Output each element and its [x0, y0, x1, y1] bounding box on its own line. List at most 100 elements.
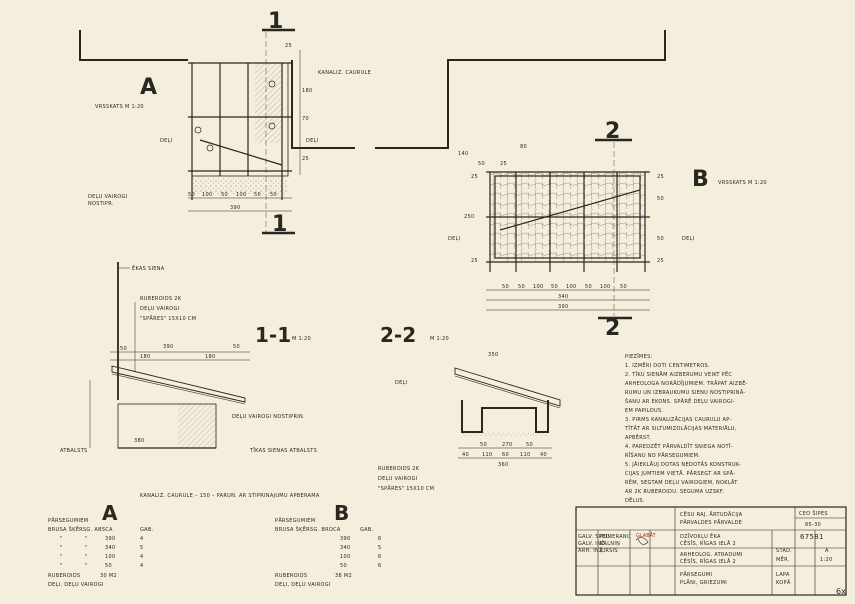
notes-line: 1. IZMĒRI DOTI CENTIMETROS.: [625, 362, 710, 369]
view-b-dim-left-3: 25: [471, 258, 478, 264]
title-scale: 1:20: [820, 557, 832, 563]
notes-line: 3. PIRMS KANALIZĀCIJAS CAURULU AP-: [625, 416, 732, 423]
notes-line: 4. PAREDZĒT PĀRVALDĪT SNIEGA NOTĪ-: [625, 443, 733, 450]
section-1-marker-top: 1: [268, 9, 283, 34]
view-a-label-vairogi: DEĻU VAIROGI: [88, 194, 127, 200]
section-1-marker-bottom: 1: [272, 212, 287, 237]
notes-line: RĒM, SEGTAM DEĻU VAIROGIEM, NOKLĀT: [625, 479, 738, 486]
svg-text:4: 4: [140, 563, 143, 569]
title-name-2: KALNIŅ: [600, 541, 620, 547]
view-b-dim-total: 390: [558, 304, 568, 310]
table-row: 50 6: [340, 563, 381, 569]
view-a-letter: A: [140, 75, 157, 100]
view-a-label-kanal: KANALIZ. CAURULE: [318, 70, 371, 76]
svg-text:5: 5: [140, 545, 143, 551]
svg-text:": ": [60, 563, 63, 569]
notes-heading: PIEZĪMES:: [625, 353, 653, 360]
svg-text:": ": [60, 554, 63, 560]
title-object3: ARHEOLOG. ATRADUMI: [680, 552, 743, 558]
section-11-label-spares: "SPĀRES" 15X10 CM: [140, 315, 196, 322]
view-b-dim-top-3: 25: [500, 161, 507, 167]
table-b-heading3: GAB.: [360, 527, 374, 533]
notes-line: 5. JĀIEKLĀUJ DOTAS NEDOTĀS KONSTRUK-: [625, 461, 741, 468]
title-drawing2: PLĀNI, GRIEZUMI: [680, 579, 727, 586]
svg-text:6: 6: [378, 563, 381, 569]
section-11-dim-top-4: 180: [205, 354, 215, 360]
section-11-dim-top-1: 50: [120, 346, 127, 352]
view-b-dim-right-3: 50: [657, 236, 664, 242]
section-11-label-vairogi-nostipr: DEĻU VAIROGI NOSTIPRIN.: [232, 414, 305, 420]
notes-line: EM PAPILDUS.: [625, 408, 663, 414]
section-22-dim-bottom2-1: 40: [462, 452, 469, 458]
title-sheet-label: LAPA: [776, 572, 790, 578]
title-role-3: ARH. INŽ.: [578, 546, 605, 554]
view-a-dim-bottom-5: 50: [254, 192, 261, 198]
svg-text:4: 4: [140, 554, 143, 560]
view-a-dim-total: 390: [230, 205, 240, 211]
section-11-label-kanal: KANALIZ. CAURULE – 150 – PARUN. AR STIPR…: [140, 493, 320, 499]
section-22-label-deli: DEĻI: [395, 380, 407, 386]
title-stage: A: [825, 548, 829, 554]
svg-text:": ": [60, 536, 63, 542]
title-project2: PĀRVALDES PĀRVALDE: [680, 519, 742, 526]
svg-text:100: 100: [340, 554, 350, 560]
view-b-dim-left-1: 25: [471, 174, 478, 180]
table-b-heading1: PĀRSEGUMIEM: [275, 517, 315, 524]
section-11-label-atbalsts: ATBALSTS: [60, 448, 88, 454]
table-b-footer1-val: 38 M2: [335, 573, 352, 579]
section-22-dim-bottom2-4: 110: [520, 452, 530, 458]
view-b-dim-right-2: 50: [657, 196, 664, 202]
section-11-label-tikas: TĪKAS SIENAS ATBALSTS: [249, 447, 317, 454]
title-code: CEO ŠIPES: [799, 510, 828, 517]
title-object2: CĒSĪS, RĪGAS IELĀ 2: [680, 540, 736, 547]
wall-line-left: [79, 30, 188, 61]
section-22-label-ruberoids: RUBEROIDS 2K: [378, 466, 420, 472]
svg-text:390: 390: [105, 536, 115, 542]
section-11-dim-top-3: 180: [140, 354, 150, 360]
svg-text:50: 50: [105, 563, 112, 569]
section-11-label-vairogi: DEĻU VAIROGI: [140, 306, 179, 312]
view-b-dim-bottom-6: 50: [585, 284, 592, 290]
section-2-2: 2-2 M 1:20 350 DEĻI 50 270 50 40 110 60 …: [378, 323, 561, 492]
table-a-footer2: DEĻI, DEĻU VAIROGI: [48, 582, 104, 588]
section-2-marker-top: 2: [605, 119, 620, 144]
view-a-dim-right-3: 70: [302, 116, 309, 122]
view-a-dim-bottom-1: 50: [188, 192, 195, 198]
corner-mark: 6x: [836, 587, 846, 596]
title-name-1: POMERANC: [600, 534, 631, 540]
view-a-dim-right-4: 25: [302, 156, 309, 162]
view-a-dim-right-1: 25: [285, 43, 292, 49]
svg-text:390: 390: [340, 536, 350, 542]
title-name-3: ĶIRSIS: [600, 548, 618, 554]
svg-text:": ": [85, 554, 88, 560]
signature-mark: [635, 537, 649, 545]
notes-line: RUMU UN IZBRAUKUMU SIENU NOSTIPRINĀ-: [625, 389, 746, 396]
view-b-dim-bottom-5: 100: [566, 284, 576, 290]
table-a: A PĀRSEGUMIEM BRUSA ŠĶĒRSG. ABSCA GAB. "…: [48, 501, 154, 588]
view-b-dim-bottom-4: 50: [551, 284, 558, 290]
title-sheet-word: KOPĀ: [776, 579, 791, 586]
view-b-dim-bottom-1: 50: [502, 284, 509, 290]
view-b-dim-bottom-2: 50: [518, 284, 525, 290]
svg-text:": ": [85, 545, 88, 551]
table-b-footer1: RUBEROIDS: [275, 573, 307, 579]
section-11-label-ruberoids: RUBEROIDS 2K: [140, 296, 182, 302]
title-object1: DZĪVOKĻU ĒKA: [680, 533, 721, 540]
section-22-title: 2-2: [380, 323, 416, 347]
notes-line: CIJAS JUMTIEM VIETĀ. PĀRSEGT AR SPĀ-: [625, 470, 735, 477]
view-a-label-deli-right: DEĻI: [306, 138, 318, 144]
svg-text:50: 50: [340, 563, 347, 569]
view-b-dim-bottom-8: 50: [620, 284, 627, 290]
table-b-letter: B: [334, 501, 350, 525]
table-a-heading3: GAB.: [140, 527, 154, 533]
notes-line: 2. TĪKU SIENĀM AIZBERUMU VEIKT PĒC: [625, 371, 732, 378]
svg-text:5: 5: [378, 545, 381, 551]
view-b-dim-top-2: 50: [478, 161, 485, 167]
table-b-footer2: DEĻI, DEĻU VAIROGI: [275, 582, 331, 588]
table-a-footer1: RUBEROIDS: [48, 573, 80, 579]
